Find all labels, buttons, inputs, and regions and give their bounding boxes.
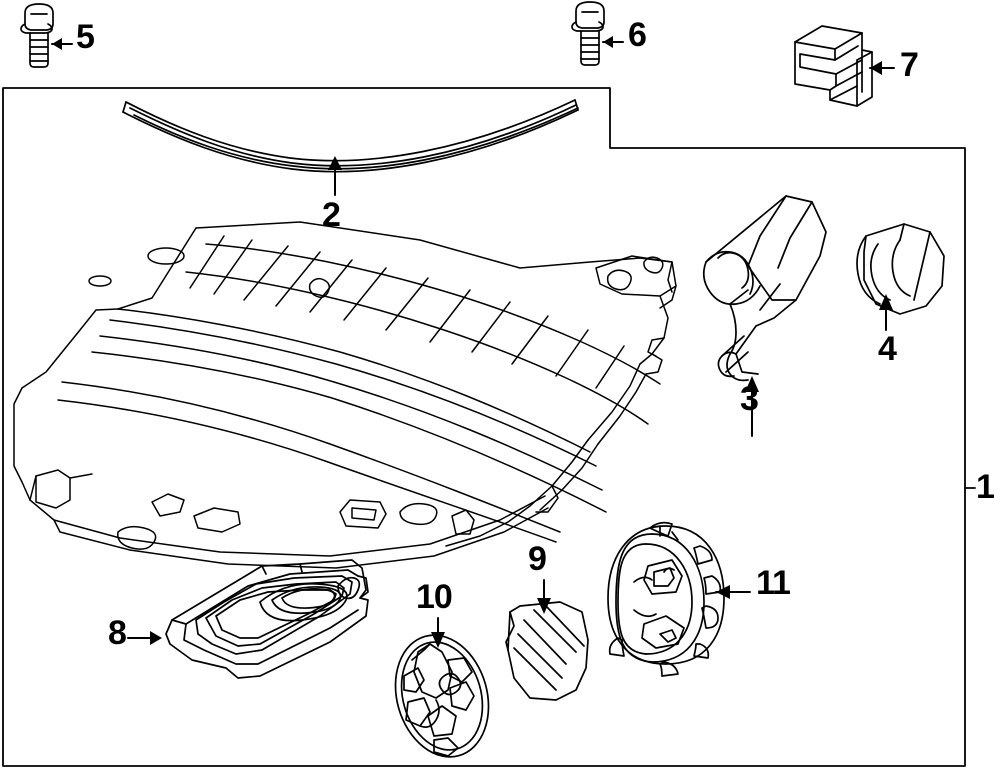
leader-arrow-3: [745, 376, 759, 392]
leader-arrow-2: [328, 156, 342, 170]
callout-label-7: 7: [900, 46, 919, 84]
part-1-headlamp-body: [13, 221, 677, 569]
callout-label-9: 9: [528, 540, 547, 578]
callout-label-8: 8: [108, 614, 127, 652]
leader-arrow-6: [603, 36, 613, 48]
part-6-hex-flange-bolt: [571, 1, 605, 66]
part-8-ballast-module: [165, 559, 369, 679]
callout-label-2: 2: [322, 196, 341, 234]
boundary-box-part-1: [2, 87, 966, 767]
leader-arrow-8: [150, 631, 162, 645]
leader-arrow-7: [870, 61, 882, 75]
leader-arrow-9: [537, 598, 551, 614]
part-3-bulb-socket-large: [702, 195, 827, 382]
part-4-bulb-socket-small: [856, 223, 945, 315]
callout-label-3: 3: [740, 380, 759, 418]
leader-arrow-4: [879, 294, 893, 310]
callout-label-10: 10: [416, 578, 453, 616]
part-9-cover-gasket: [505, 601, 589, 701]
leader-arrow-5: [52, 38, 62, 50]
callout-label-5: 5: [76, 18, 95, 56]
callout-label-11: 11: [756, 564, 791, 602]
part-7-mounting-clip: [794, 25, 873, 107]
leader-arrow-10: [431, 632, 445, 648]
part-11-retaining-ring: [607, 521, 725, 677]
callout-label-4: 4: [878, 330, 897, 368]
callout-label-6: 6: [628, 16, 647, 54]
callout-label-1: 1: [976, 468, 995, 506]
part-5-hex-flange-bolt: [20, 3, 54, 68]
part-10-vent-cap: [394, 634, 490, 758]
part-2-upper-molding-strip: [122, 99, 579, 173]
leader-arrow-11: [716, 585, 730, 599]
